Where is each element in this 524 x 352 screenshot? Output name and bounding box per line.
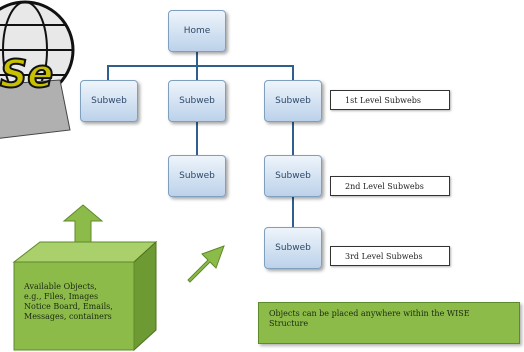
objects-line-1: Available Objects, bbox=[24, 282, 97, 291]
objects-line-2: e.g., Files, Images bbox=[24, 292, 99, 301]
subweb-node-l3: Subweb bbox=[264, 227, 322, 269]
home-node: Home bbox=[168, 10, 226, 52]
connector bbox=[196, 65, 198, 81]
level-label-first: 1st Level Subwebs bbox=[330, 90, 450, 110]
connector bbox=[292, 65, 294, 81]
connector bbox=[107, 65, 293, 67]
note-line-1: Objects can be placed anywhere within th… bbox=[269, 309, 470, 318]
connector bbox=[292, 196, 294, 228]
note-line-2: Structure bbox=[269, 319, 309, 328]
note-box: Objects can be placed anywhere within th… bbox=[258, 302, 520, 344]
connector bbox=[107, 65, 109, 81]
subweb-node-l1-b: Subweb bbox=[168, 80, 226, 122]
subweb-node-l1-c: Subweb bbox=[264, 80, 322, 122]
objects-line-4: Messages, containers bbox=[24, 312, 112, 321]
connector bbox=[196, 121, 198, 156]
logo: Se bbox=[0, 0, 80, 140]
level-label-third: 3rd Level Subwebs bbox=[330, 246, 450, 266]
level-label-second: 2nd Level Subwebs bbox=[330, 176, 450, 196]
logo-text: Se bbox=[0, 51, 54, 97]
globe-logo-icon bbox=[0, 0, 75, 139]
subweb-node-l2-a: Subweb bbox=[168, 155, 226, 197]
subweb-node-l1-a: Subweb bbox=[80, 80, 138, 122]
objects-line-3: Notice Board, Emails, bbox=[24, 302, 113, 311]
subweb-node-l2-b: Subweb bbox=[264, 155, 322, 197]
diagonal-arrow-icon bbox=[180, 240, 232, 290]
connector bbox=[196, 52, 198, 66]
objects-box: Available Objects, e.g., Files, Images N… bbox=[10, 240, 170, 352]
connector bbox=[292, 121, 294, 156]
